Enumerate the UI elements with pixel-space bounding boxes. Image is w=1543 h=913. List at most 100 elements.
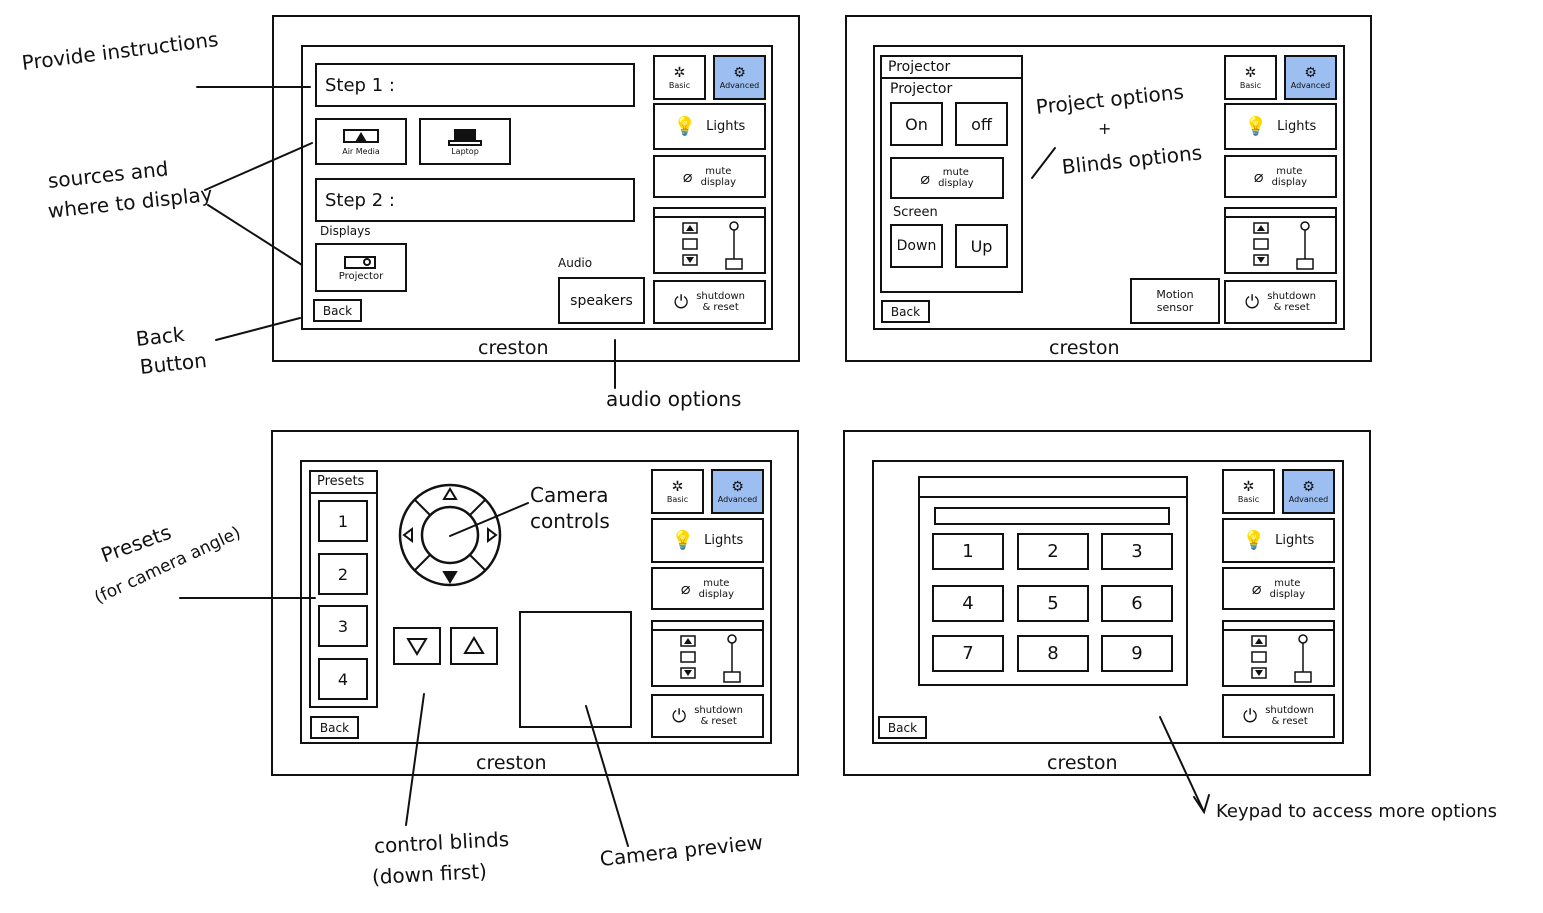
mute-line1: mute: [705, 165, 732, 177]
basic-label: Basic: [1239, 81, 1262, 90]
screen2-back-button[interactable]: Back: [881, 300, 930, 323]
s2-basic-button[interactable]: ✲ Basic: [1224, 55, 1277, 100]
speakers-button[interactable]: speakers: [558, 277, 645, 324]
motion-sensor-button[interactable]: Motion sensor: [1130, 278, 1220, 324]
basic-label: Basic: [666, 495, 689, 504]
s1-advanced-button[interactable]: ⚙ Advanced: [713, 55, 766, 100]
preset-button[interactable]: 3: [318, 605, 368, 647]
s1-lights-button[interactable]: 💡 Lights: [653, 103, 766, 150]
keypad-key-label: 6: [1131, 593, 1143, 614]
lights-label: Lights: [1277, 119, 1317, 134]
keypad-key[interactable]: 8: [1017, 635, 1089, 672]
projector-off-button[interactable]: off: [955, 102, 1008, 146]
s1-shutdown-button[interactable]: ⏻ shutdown & reset: [653, 280, 766, 324]
mute-icon: ⌀: [920, 168, 931, 188]
s4-basic-button[interactable]: ✲ Basic: [1222, 469, 1275, 514]
screen4-brand: creston: [1047, 752, 1118, 774]
s4-blinds-control[interactable]: [1222, 620, 1335, 687]
keypad-key[interactable]: 6: [1101, 585, 1173, 622]
s1-basic-button[interactable]: ✲ Basic: [653, 55, 706, 100]
keypad-key[interactable]: 3: [1101, 533, 1173, 570]
presets-title: Presets: [317, 474, 365, 489]
shutdown-label: shutdown & reset: [1265, 705, 1314, 727]
speakers-label: speakers: [570, 292, 633, 309]
shutdown-line1: shutdown: [696, 291, 746, 302]
screen1-back-button[interactable]: Back: [313, 299, 362, 322]
s4-shutdown-button[interactable]: ⏻ shutdown & reset: [1222, 694, 1335, 738]
s3-mute-display-button[interactable]: ⌀ mute display: [651, 567, 764, 610]
s1-mute-display-button[interactable]: ⌀ mute display: [653, 155, 766, 198]
preset-button[interactable]: 4: [318, 658, 368, 700]
step1-label: Step 1 :: [325, 75, 395, 96]
mute-line2: display: [1271, 176, 1308, 188]
mute-icon: ⌀: [1251, 579, 1262, 598]
shutdown-line1: shutdown: [1267, 291, 1317, 302]
preset-button[interactable]: 1: [318, 500, 368, 542]
mute-line1: mute: [1276, 165, 1303, 177]
projector-on-button[interactable]: On: [890, 102, 943, 146]
s3-blinds-control[interactable]: [651, 620, 764, 687]
s2-mute-display-button[interactable]: ⌀ mute display: [1224, 155, 1337, 198]
keypad-key[interactable]: 5: [1017, 585, 1089, 622]
keypad-key[interactable]: 4: [932, 585, 1004, 622]
s2-advanced-button[interactable]: ⚙ Advanced: [1284, 55, 1337, 100]
mute-line2: display: [698, 588, 735, 600]
mute-line2: display: [700, 176, 737, 188]
down-label: Down: [896, 238, 937, 254]
keypad-key-label: 2: [1047, 541, 1059, 562]
power-icon: ⏻: [671, 705, 687, 727]
preset-button[interactable]: 2: [318, 553, 368, 595]
keypad-key[interactable]: 7: [932, 635, 1004, 672]
advanced-label: Advanced: [719, 81, 760, 90]
blinds-icon: [653, 629, 762, 683]
keypad-key[interactable]: 2: [1017, 533, 1089, 570]
shutdown-label: shutdown & reset: [696, 291, 745, 313]
blinds-icon: [655, 216, 764, 270]
blinds-up-button[interactable]: [450, 627, 498, 665]
gear-icon: ⚙: [1304, 65, 1317, 81]
star-icon: ✲: [673, 65, 686, 81]
keypad-header-divider: [920, 496, 1186, 498]
gear-icon: ⚙: [731, 479, 744, 495]
star-icon: ✲: [1242, 479, 1255, 495]
screen4-back-button[interactable]: Back: [878, 716, 927, 739]
triangle-up-icon: [463, 636, 485, 654]
s2-blinds-control[interactable]: [1224, 207, 1337, 274]
gear-icon: ⚙: [1302, 479, 1315, 495]
s2-shutdown-button[interactable]: ⏻ shutdown & reset: [1224, 280, 1337, 324]
s4-mute-display-button[interactable]: ⌀ mute display: [1222, 567, 1335, 610]
blinds-down-button[interactable]: [393, 627, 441, 665]
airmedia-icon: [343, 129, 379, 143]
gear-icon: ⚙: [733, 65, 746, 81]
keypad-key-label: 1: [962, 541, 974, 562]
s4-lights-button[interactable]: 💡 Lights: [1222, 518, 1335, 563]
keypad-key[interactable]: 9: [1101, 635, 1173, 672]
screen3-back-button[interactable]: Back: [310, 716, 359, 739]
mute-line1: mute: [703, 577, 730, 589]
panel-mute-line1: mute: [942, 167, 969, 178]
screen-down-button[interactable]: Down: [890, 224, 943, 268]
screen3-brand: creston: [476, 752, 547, 774]
projector-display-button[interactable]: Projector: [315, 243, 407, 292]
keypad-key[interactable]: 1: [932, 533, 1004, 570]
lightbulb-icon: 💡: [673, 116, 697, 137]
s1-blinds-control[interactable]: [653, 207, 766, 274]
s4-advanced-button[interactable]: ⚙ Advanced: [1282, 469, 1335, 514]
motion-line1: Motion: [1156, 288, 1194, 301]
s3-lights-button[interactable]: 💡 Lights: [651, 518, 764, 563]
note-camera-controls-line1: Camera: [530, 483, 609, 507]
s3-shutdown-button[interactable]: ⏻ shutdown & reset: [651, 694, 764, 738]
panel-mute-display-button[interactable]: ⌀ mute display: [890, 157, 1004, 199]
preset-label: 4: [337, 669, 349, 689]
panel-mute-line2: display: [938, 178, 974, 189]
keypad-entry-field[interactable]: [934, 507, 1170, 525]
shutdown-label: shutdown & reset: [694, 705, 743, 727]
screen-up-button[interactable]: Up: [955, 224, 1008, 268]
laptop-source-button[interactable]: Laptop: [419, 118, 511, 165]
s3-advanced-button[interactable]: ⚙ Advanced: [711, 469, 764, 514]
s2-lights-button[interactable]: 💡 Lights: [1224, 103, 1337, 150]
airmedia-source-button[interactable]: Air Media: [315, 118, 407, 165]
advanced-label: Advanced: [717, 495, 758, 504]
s3-basic-button[interactable]: ✲ Basic: [651, 469, 704, 514]
blinds-icon: [1224, 629, 1333, 683]
